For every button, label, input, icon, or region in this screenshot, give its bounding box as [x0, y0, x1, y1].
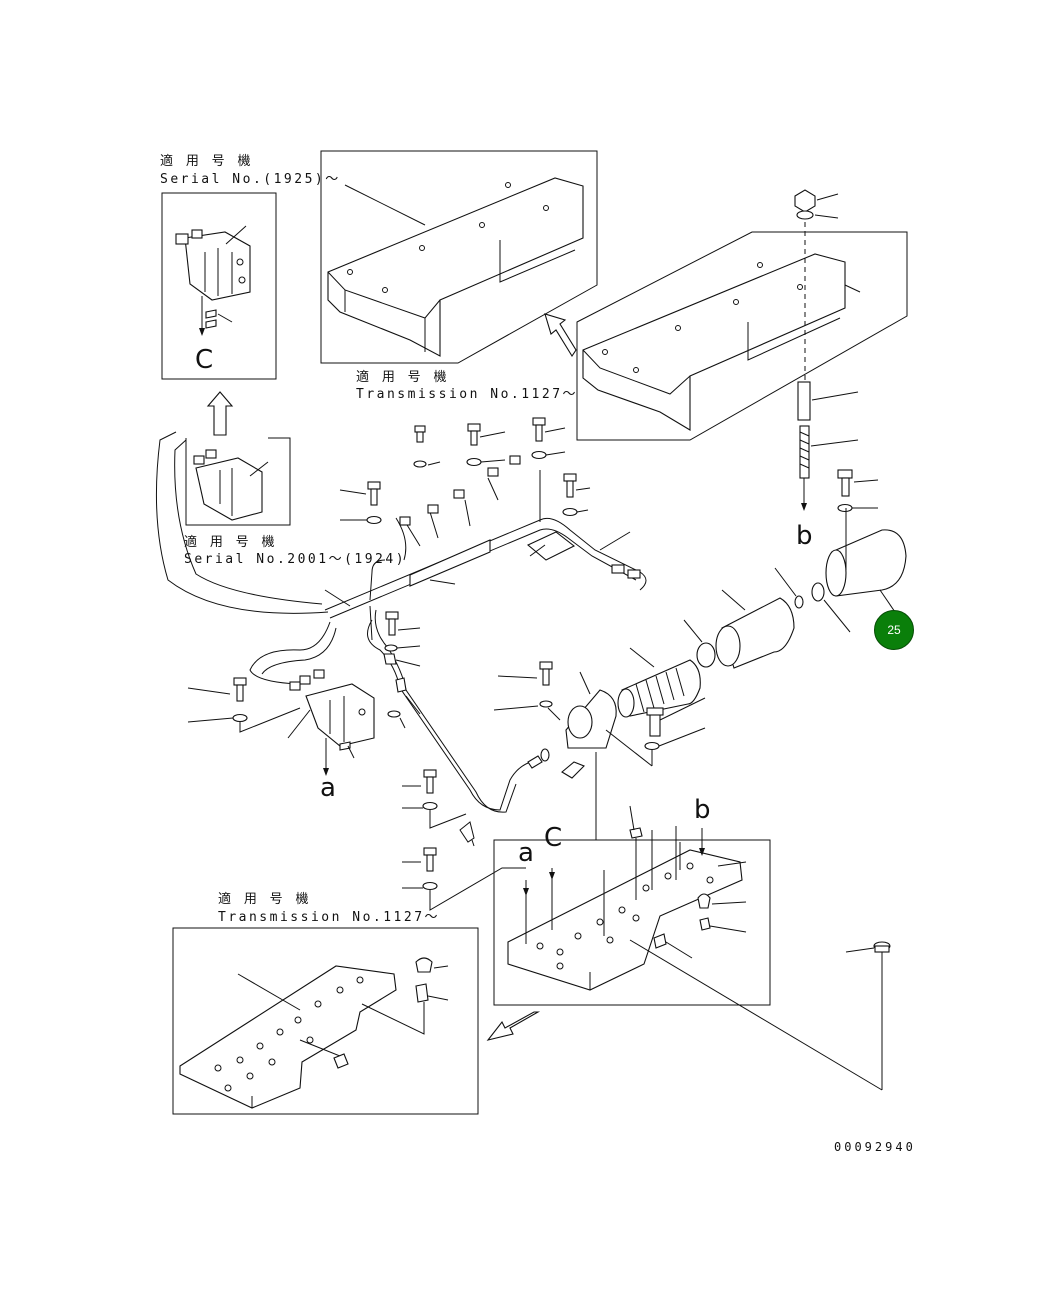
inset-plate-trans-1127: [172, 927, 479, 1115]
inset-transmission-label-top-center: Transmission No.1127～: [356, 387, 579, 402]
part-callout-25[interactable]: 25: [874, 610, 914, 650]
valve-body-plate: [493, 805, 883, 1091]
inset-applicability-jp-top-center: 適 用 号 機: [356, 370, 449, 385]
filter-assembly: [565, 589, 795, 767]
ref-letter-b-upper: b: [796, 521, 813, 551]
ref-letter-b-lower: b: [694, 795, 711, 825]
ref-letter-c-upper: C: [195, 345, 214, 375]
right-cap-assembly: [774, 469, 907, 633]
solenoid-valve-part: [175, 229, 251, 301]
inset-cover-trans-1127: [320, 150, 598, 364]
arrow-to-bottom-inset: [486, 1011, 541, 1041]
wiring-harness: [155, 431, 647, 813]
up-arrow-left: [206, 391, 234, 436]
inset-serial-1925: [161, 192, 277, 380]
plug-right: [845, 941, 891, 1090]
inset-transmission-label-bottom-left: Transmission No.1127～: [218, 910, 441, 925]
drawing-number: 00092940: [834, 1140, 916, 1154]
inset-applicability-jp-bottom-left: 適 用 号 機: [218, 892, 311, 907]
transmission-cover: [576, 231, 908, 441]
harness-bolts: [324, 417, 631, 729]
arrow-to-cover-inset: [544, 313, 577, 358]
inset-applicability-jp-top-left: 適 用 号 機: [160, 154, 253, 169]
inset-serial-2001: [185, 437, 291, 526]
inset-serial-label-top-left: Serial No.(1925)～: [160, 172, 341, 187]
stud-bolt-stack: [794, 189, 859, 511]
inset-applicability-jp-mid-left: 適 用 号 機: [184, 535, 277, 550]
inset-serial-label-mid-left: Serial No.2001～(1924): [184, 552, 407, 567]
ref-letter-a-lower: a: [518, 838, 534, 868]
solenoid-valve-lower: [187, 669, 375, 776]
sensor-bolts: [402, 661, 597, 911]
ref-letter-a-left: a: [320, 773, 336, 803]
ref-letter-c-lower: C: [544, 823, 563, 853]
